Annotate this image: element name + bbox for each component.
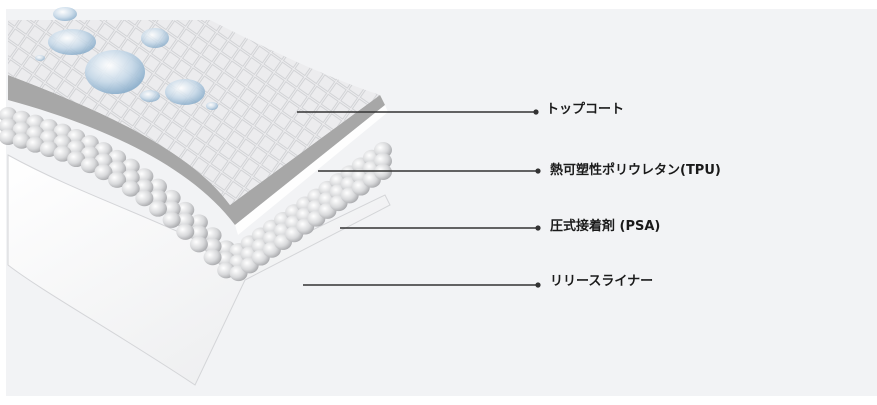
adhesive-bead — [108, 160, 127, 177]
adhesive-bead — [162, 200, 181, 217]
label-psa: 圧式接着剤 (PSA) — [550, 219, 661, 234]
adhesive-bead — [94, 142, 113, 159]
adhesive-bead — [189, 236, 208, 253]
label-tpu: 熱可塑性ポリウレタン(TPU) — [550, 163, 721, 178]
adhesive-bead — [176, 212, 195, 229]
adhesive-bead — [374, 153, 392, 169]
adhesive-bead — [135, 179, 154, 196]
adhesive-bead — [203, 249, 222, 266]
adhesive-bead — [162, 211, 181, 228]
adhesive-bead — [121, 158, 140, 175]
adhesive-bead — [149, 189, 167, 206]
adhesive-bead — [53, 123, 72, 140]
adhesive-bead — [189, 214, 208, 231]
adhesive-bead — [176, 201, 195, 218]
adhesive-bead — [121, 169, 140, 186]
adhesive-bead — [39, 129, 58, 146]
label-top-coat: トップコート — [546, 102, 625, 117]
leader-dot-psa — [535, 225, 541, 231]
adhesive-bead-layer — [0, 107, 392, 282]
adhesive-bead — [80, 135, 99, 152]
leader-dot-tpu — [535, 168, 541, 174]
adhesive-bead — [39, 140, 58, 157]
adhesive-bead — [53, 145, 72, 162]
adhesive-bead — [176, 223, 195, 240]
adhesive-bead — [39, 118, 58, 135]
adhesive-bead — [67, 140, 86, 157]
adhesive-bead — [12, 110, 31, 127]
adhesive-bead — [94, 164, 113, 181]
leader-dot-release-liner — [535, 282, 541, 288]
adhesive-bead — [67, 151, 86, 168]
adhesive-bead — [203, 238, 222, 255]
adhesive-bead — [149, 200, 167, 217]
adhesive-bead — [135, 168, 154, 185]
water-droplets — [35, 7, 218, 110]
adhesive-bead — [67, 129, 86, 146]
adhesive-bead — [26, 125, 45, 142]
adhesive-bead — [12, 132, 31, 149]
adhesive-bead — [108, 149, 127, 166]
label-release-liner: リリースライナー — [550, 274, 654, 289]
adhesive-bead — [80, 157, 99, 174]
adhesive-bead — [26, 114, 45, 131]
release-liner-layer — [7, 154, 391, 386]
adhesive-bead — [80, 146, 99, 163]
adhesive-bead — [374, 142, 392, 158]
adhesive-bead — [203, 227, 222, 244]
adhesive-bead — [162, 189, 181, 206]
adhesive-bead — [135, 190, 154, 207]
adhesive-bead — [12, 121, 31, 138]
adhesive-bead — [189, 225, 208, 242]
adhesive-bead — [374, 164, 392, 180]
leader-dot-top-coat — [533, 109, 539, 115]
tpu-layer — [8, 75, 385, 225]
adhesive-bead — [121, 180, 140, 197]
adhesive-bead — [26, 136, 45, 153]
adhesive-bead — [94, 153, 113, 170]
adhesive-bead — [149, 178, 167, 195]
adhesive-bead — [108, 171, 127, 188]
adhesive-bead — [53, 134, 72, 151]
